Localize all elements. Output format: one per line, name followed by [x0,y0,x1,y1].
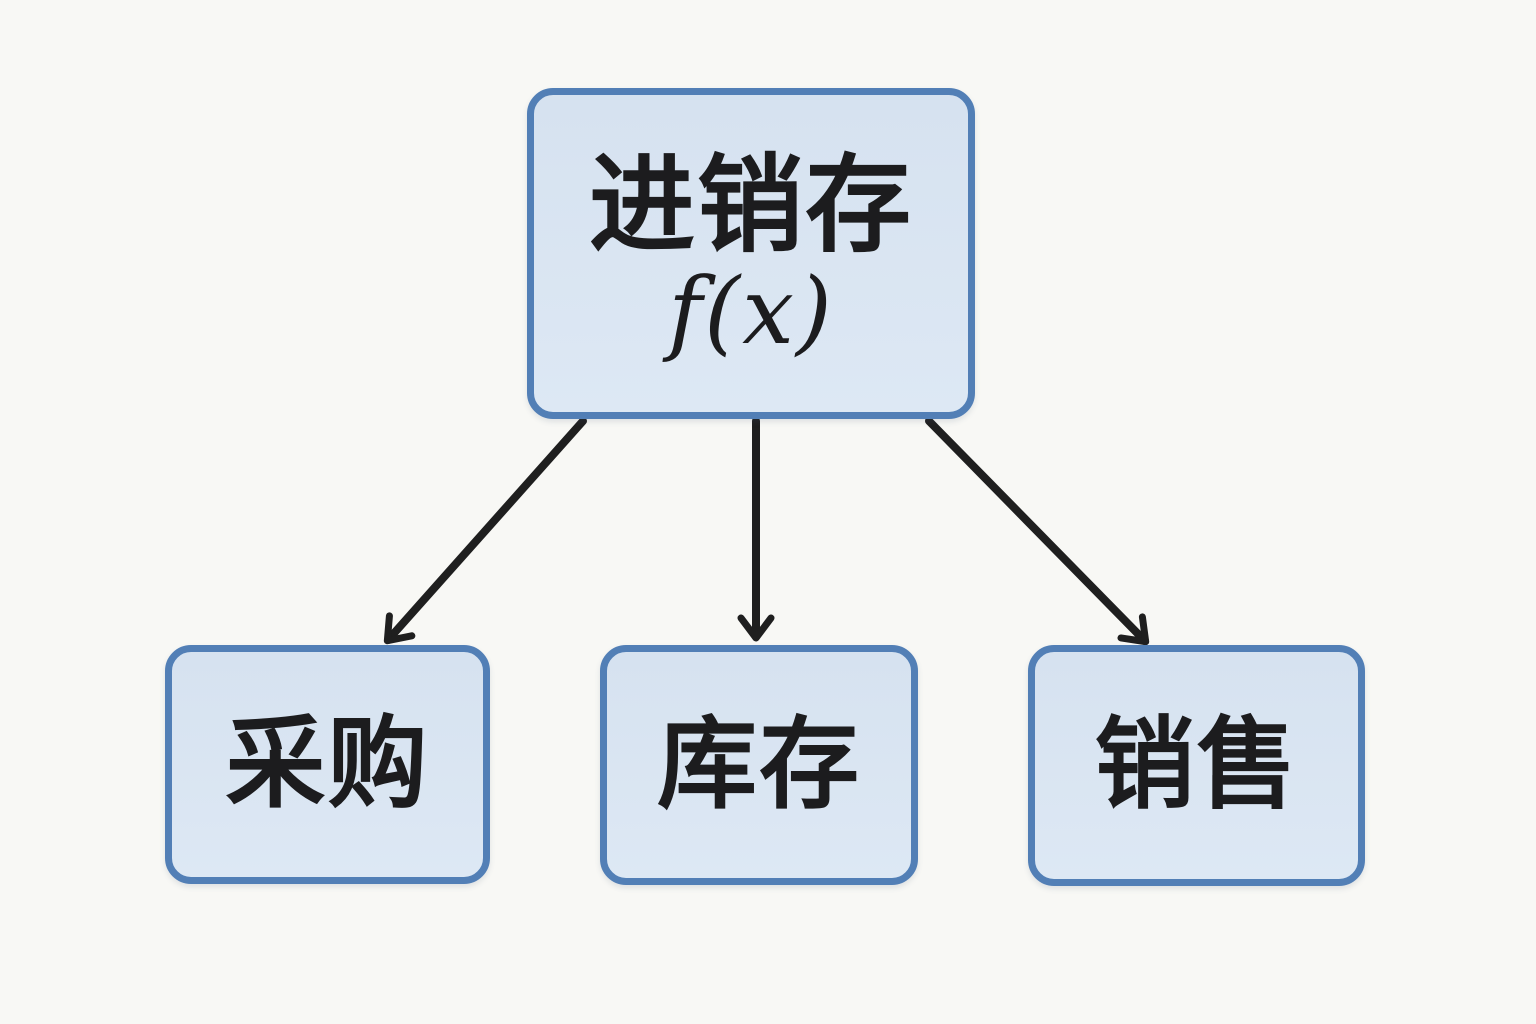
root-node-formula: f(x) [668,257,834,365]
procurement-node-label: 采购 [225,708,430,820]
inventory-node-label: 库存 [657,708,861,821]
child-node-sales: 销售 [1028,645,1365,886]
root-node-label: 进销存 [589,147,913,266]
child-node-procurement: 采购 [165,645,490,884]
arrow-root-to-sales [925,417,1150,646]
sales-node-label: 销售 [1094,709,1299,821]
root-node: 进销存 f(x) [527,88,975,419]
arrow-root-to-procurement [383,417,587,645]
child-node-inventory: 库存 [600,645,918,885]
